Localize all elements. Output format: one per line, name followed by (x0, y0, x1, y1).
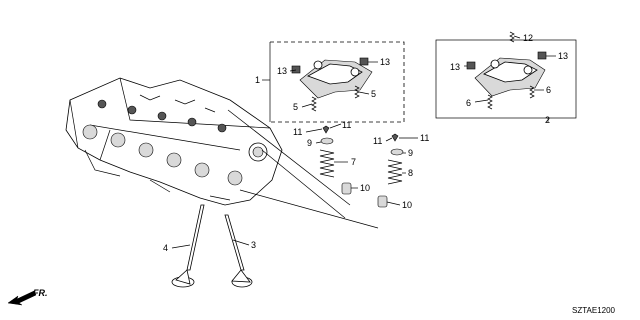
callout-5b: 5 (371, 89, 376, 99)
callout-10a: 10 (360, 183, 370, 193)
leader-lines (171, 35, 556, 249)
exhaust-valve (224, 214, 253, 288)
rocker-arm-1 (299, 59, 373, 99)
callout-12: 12 (523, 33, 533, 43)
seal-10-left (341, 182, 352, 195)
callout-10b: 10 (402, 200, 412, 210)
front-label: FR. (33, 288, 48, 298)
spring-5a (311, 96, 317, 112)
valve-spring-8 (387, 159, 403, 185)
callout-labels: 1 13 13 5 5 11 11 9 7 10 11 11 9 8 10 12… (163, 33, 568, 253)
seal-10-right (377, 195, 388, 208)
spring-6b (529, 85, 535, 99)
retainer-9-left (320, 137, 334, 145)
callout-7: 7 (351, 157, 356, 167)
callout-9a: 9 (307, 138, 312, 148)
callout-6a: 6 (466, 98, 471, 108)
assembly-1-frame (270, 41, 405, 123)
nut-13d (537, 51, 547, 60)
callout-13a: 13 (277, 66, 287, 76)
callout-5a: 5 (293, 102, 298, 112)
callout-8: 8 (408, 168, 413, 178)
callout-13c: 13 (450, 62, 460, 72)
retainer-9-right (390, 148, 404, 156)
valve-spring-7 (319, 149, 335, 178)
front-arrow-icon (7, 290, 37, 306)
callout-1: 1 (255, 75, 260, 85)
spring-6a (487, 94, 493, 110)
callout-13d: 13 (558, 51, 568, 61)
callout-2: 2 (545, 115, 550, 125)
callout-11c: 11 (373, 136, 382, 146)
callout-3: 3 (251, 240, 256, 250)
cylinder-head (65, 77, 283, 206)
callout-6b: 6 (546, 85, 551, 95)
nut-13b (359, 57, 369, 66)
callout-11d: 11 (420, 133, 429, 143)
callout-11a: 11 (293, 127, 302, 137)
callout-4: 4 (163, 243, 168, 253)
nut-13a (291, 65, 301, 74)
callout-9b: 9 (408, 148, 413, 158)
intake-valve (171, 204, 205, 288)
nut-13c (466, 61, 476, 70)
rocker-arm-2 (474, 57, 546, 97)
callout-13b: 13 (380, 57, 390, 67)
spring-12 (509, 31, 515, 43)
assembly-2-frame (435, 39, 577, 119)
cotter-11-left (322, 125, 330, 134)
cotter-11-right (391, 133, 399, 142)
front-direction-indicator: FR. (7, 288, 48, 306)
diagram-code: SZTAE1200 (572, 306, 616, 315)
callout-11b: 11 (342, 120, 351, 130)
